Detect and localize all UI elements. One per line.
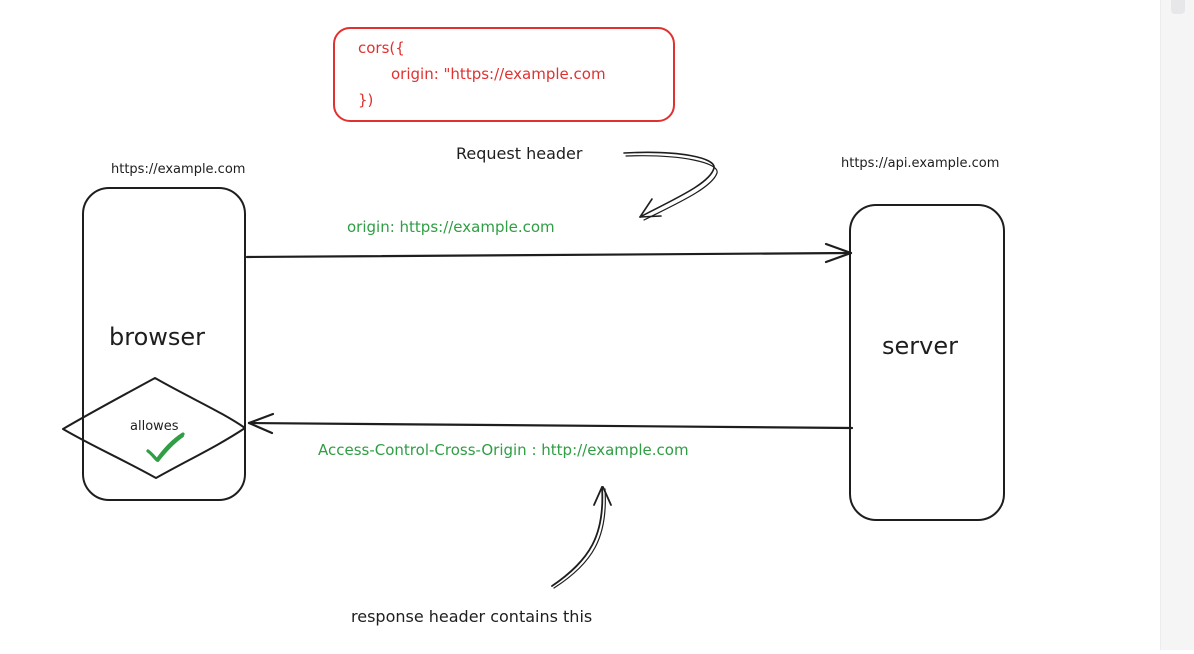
code-line-2: origin: "https://example.com	[391, 65, 606, 83]
browser-box	[82, 187, 246, 501]
request-header-label: Request header	[456, 144, 583, 163]
response-note-shaft-2	[553, 488, 606, 589]
response-note-shaft	[551, 486, 604, 587]
request-line	[245, 251, 853, 259]
request-arrow[interactable]	[245, 242, 853, 264]
side-scroll-strip[interactable]	[1160, 0, 1194, 650]
diagram-svg: cors({ origin: "https://example.com }) R…	[62, 27, 1005, 626]
check-icon	[146, 432, 185, 462]
server-box	[849, 204, 1005, 521]
allowes-diamond[interactable]: allowes	[62, 377, 246, 479]
diamond-shape	[62, 377, 246, 479]
response-line	[247, 421, 854, 430]
scroll-thumb[interactable]	[1171, 0, 1185, 14]
response-note-arrow[interactable]	[551, 486, 612, 589]
browser-origin-label: https://example.com	[111, 162, 245, 177]
response-note-label: response header contains this	[351, 607, 592, 626]
server-origin-label: https://api.example.com	[841, 156, 999, 171]
browser-node[interactable]: browser	[82, 187, 246, 501]
code-box-outline	[333, 27, 675, 122]
response-arrow[interactable]	[247, 412, 854, 435]
response-note-head	[593, 486, 612, 506]
diagram-canvas[interactable]: cors({ origin: "https://example.com }) R…	[0, 0, 1160, 650]
request-arrow-head	[639, 198, 662, 218]
origin-header-value: origin: https://example.com	[347, 218, 555, 236]
response-line-head	[247, 412, 275, 435]
allowes-label: allowes	[130, 419, 179, 434]
server-label: server	[882, 332, 958, 360]
browser-label: browser	[109, 323, 205, 351]
code-line-1: cors({	[358, 39, 405, 57]
request-arrow-shaft	[623, 151, 715, 218]
code-line-3: })	[358, 91, 373, 109]
request-header-arrow[interactable]	[623, 151, 718, 221]
response-header-value: Access-Control-Cross-Origin : http://exa…	[318, 441, 689, 459]
server-node[interactable]: server	[849, 204, 1005, 521]
code-box[interactable]: cors({ origin: "https://example.com })	[333, 27, 675, 122]
request-line-head	[824, 242, 853, 264]
request-arrow-shaft-2	[625, 155, 718, 221]
